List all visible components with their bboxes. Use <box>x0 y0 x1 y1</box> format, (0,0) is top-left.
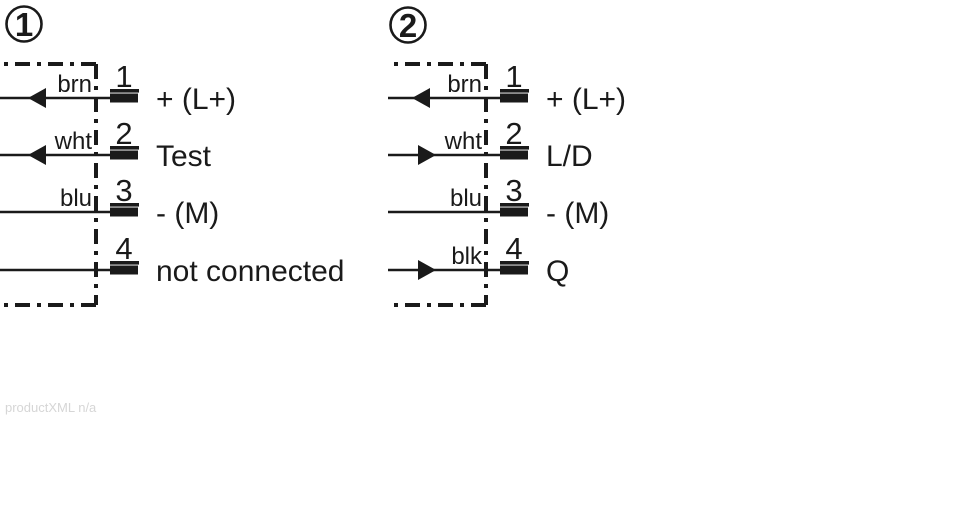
diagram-1-wire-row-1: brn 1 + (L+) <box>0 59 236 116</box>
wire-color-label: blu <box>450 185 482 212</box>
diagram-2-badge-circle <box>389 6 427 44</box>
pin-number: 3 <box>115 173 132 208</box>
diagram-1-wire-row-4: 4 not connected <box>0 231 344 288</box>
pin-number: 2 <box>115 116 132 151</box>
pin-number: 1 <box>505 59 522 94</box>
wire-function-label: - (M) <box>156 197 219 230</box>
pin-number: 4 <box>505 231 522 266</box>
pin-number: 1 <box>115 59 132 94</box>
diagram-2-wire-row-1: brn 1 + (L+) <box>388 59 626 116</box>
diagram-1-badge-circle <box>5 5 43 43</box>
pin-number: 2 <box>505 116 522 151</box>
pin-stub <box>500 207 528 217</box>
pin-stub <box>110 207 138 217</box>
diagram-1-badge-number: 1 <box>15 6 33 43</box>
wire-function-label: + (L+) <box>156 83 236 116</box>
pin-underline <box>500 146 529 150</box>
wire-color-label: wht <box>54 128 93 155</box>
pin-stub <box>110 150 138 160</box>
arrow-left-icon <box>412 88 430 108</box>
wire-function-label: L/D <box>546 140 593 173</box>
arrow-left-icon <box>28 88 46 108</box>
pin-underline <box>500 89 529 93</box>
pin-underline <box>500 203 529 207</box>
diagram-1-wire-row-2: wht 2 Test <box>0 116 212 173</box>
wire-function-label: Test <box>156 140 212 173</box>
diagram-2-device-outline <box>387 62 488 307</box>
pin-underline <box>500 261 529 265</box>
pin-stub <box>500 265 528 275</box>
diagram-1-device-outline <box>0 62 98 307</box>
wire-function-label: not connected <box>156 255 344 288</box>
pin-underline <box>110 89 139 93</box>
wire-color-label: wht <box>444 128 483 155</box>
diagram-2-badge-number: 2 <box>399 7 417 44</box>
pin-stub <box>500 93 528 103</box>
arrow-left-icon <box>28 145 46 165</box>
diagram-1: 1 brn 1 + (L+) wh <box>0 5 344 307</box>
pin-underline <box>110 203 139 207</box>
wire-function-label: - (M) <box>546 197 609 230</box>
diagram-2-wire-row-3: blu 3 - (M) <box>388 173 609 230</box>
diagram-1-wire-row-3: blu 3 - (M) <box>0 173 219 230</box>
pin-stub <box>110 93 138 103</box>
pin-underline <box>110 261 139 265</box>
pin-stub <box>500 150 528 160</box>
watermark-text: productXML n/a <box>5 400 97 415</box>
diagram-2-wire-row-2: wht 2 L/D <box>388 116 593 173</box>
arrow-right-icon <box>418 145 436 165</box>
diagram-2: 2 brn 1 + (L+) wh <box>387 6 626 307</box>
arrow-right-icon <box>418 260 436 280</box>
wire-function-label: + (L+) <box>546 83 626 116</box>
pin-underline <box>110 146 139 150</box>
wire-color-label: brn <box>447 71 482 98</box>
diagram-2-wire-row-4: blk 4 Q <box>388 231 569 288</box>
pin-number: 3 <box>505 173 522 208</box>
wire-function-label: Q <box>546 255 569 288</box>
wire-color-label: brn <box>57 71 92 98</box>
pin-stub <box>110 265 138 275</box>
wire-color-label: blk <box>451 243 483 270</box>
pin-number: 4 <box>115 231 132 266</box>
wire-color-label: blu <box>60 185 92 212</box>
